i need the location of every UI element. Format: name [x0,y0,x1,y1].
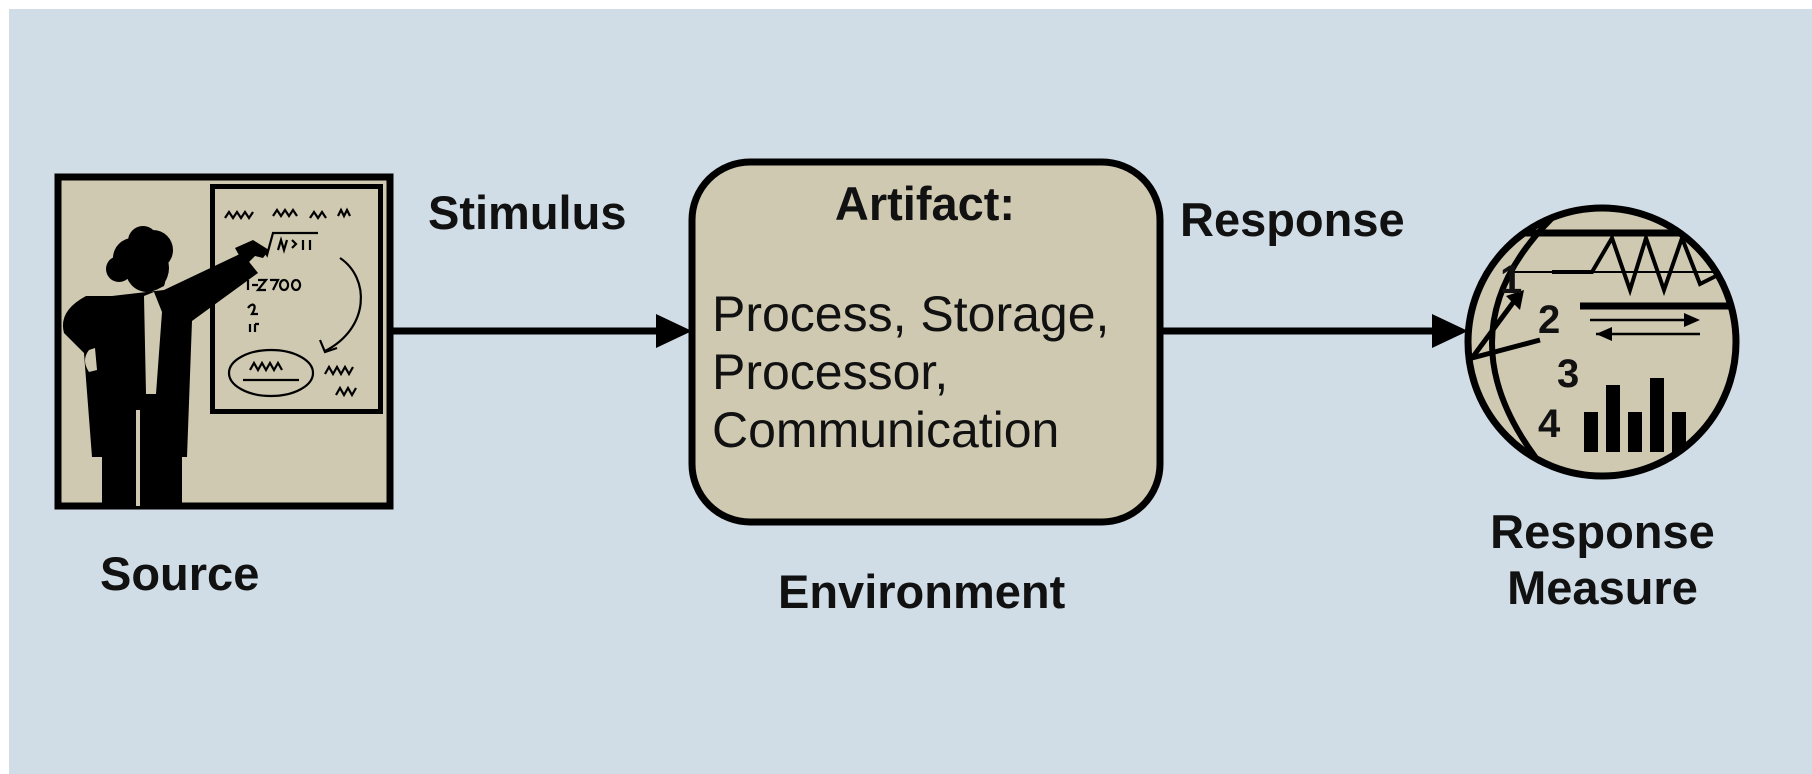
stimulus-arrow [390,314,692,348]
gauge-number-4: 4 [1538,402,1561,446]
gauge-number-1: 1 [1500,258,1523,302]
artifact-line-3: Communication [712,402,1060,458]
source-label: Source [100,547,260,600]
response-measure-label: Response Measure [1470,504,1735,616]
environment-label: Environment [778,565,1066,618]
gauge-number-3: 3 [1557,352,1580,396]
artifact-box [688,158,1164,526]
artifact-components: Process, Storage, Processor, Communicati… [712,285,1109,459]
artifact-line-2: Processor, [712,344,949,400]
artifact-line-1: Process, Storage, [712,286,1110,342]
response-label: Response [1180,193,1405,246]
response-measure-line-1: Response [1490,505,1715,558]
response-measure-line-2: Measure [1507,561,1698,614]
response-arrow [1160,314,1468,348]
measurement-gauge-icon [1464,204,1740,480]
presenter-at-whiteboard-icon [54,173,394,510]
gauge-number-2: 2 [1538,298,1561,342]
stimulus-label: Stimulus [428,186,627,239]
artifact-title: Artifact: [834,177,1016,230]
artifact-text-block: Artifact: Process, Storage, Processor, C… [690,168,1160,523]
